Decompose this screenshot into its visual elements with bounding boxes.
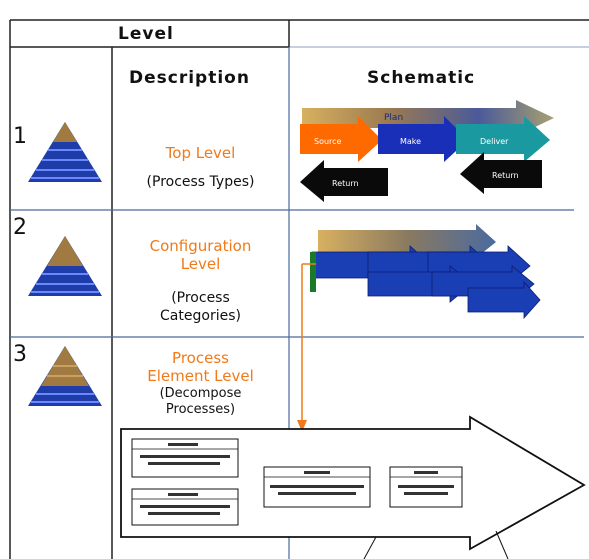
make-label: Make [400, 137, 421, 146]
row-3-subtitle: (Decompose Processes) [159, 386, 242, 417]
row-3-number: 3 [13, 342, 27, 367]
row-1-title: Top Level [165, 144, 236, 162]
row-1-number: 1 [13, 124, 27, 149]
description-header: Description [129, 68, 250, 88]
make-arrow: Make [378, 116, 468, 162]
deliver-label: Deliver [480, 137, 509, 146]
return-left-arrow: Return [300, 160, 388, 202]
row-3-title: Process Element Level [147, 349, 254, 385]
row-2-number: 2 [13, 215, 27, 240]
return-left-label: Return [332, 179, 359, 188]
row-2-title: Configuration Level [149, 237, 252, 273]
pyramid-icon [28, 122, 102, 182]
connector-arrow [297, 263, 316, 432]
top-level-schematic: Plan Source Make Deliver Return Return [300, 100, 554, 202]
row-1-subtitle: (Process Types) [146, 174, 255, 190]
pyramid-icon [28, 346, 102, 406]
return-right-label: Return [492, 171, 519, 180]
pyramid-icon [28, 236, 102, 296]
return-right-arrow: Return [460, 152, 542, 194]
process-element-schematic [120, 415, 586, 559]
configuration-level-schematic [310, 224, 541, 320]
source-label: Source [314, 137, 342, 146]
row-2-subtitle: (Process Categories) [160, 290, 241, 324]
plan-label: Plan [384, 113, 403, 123]
source-arrow: Source [300, 116, 382, 162]
level-header: Level [118, 24, 174, 44]
deliver-arrow: Deliver [456, 116, 550, 162]
schematic-header: Schematic [367, 68, 476, 88]
